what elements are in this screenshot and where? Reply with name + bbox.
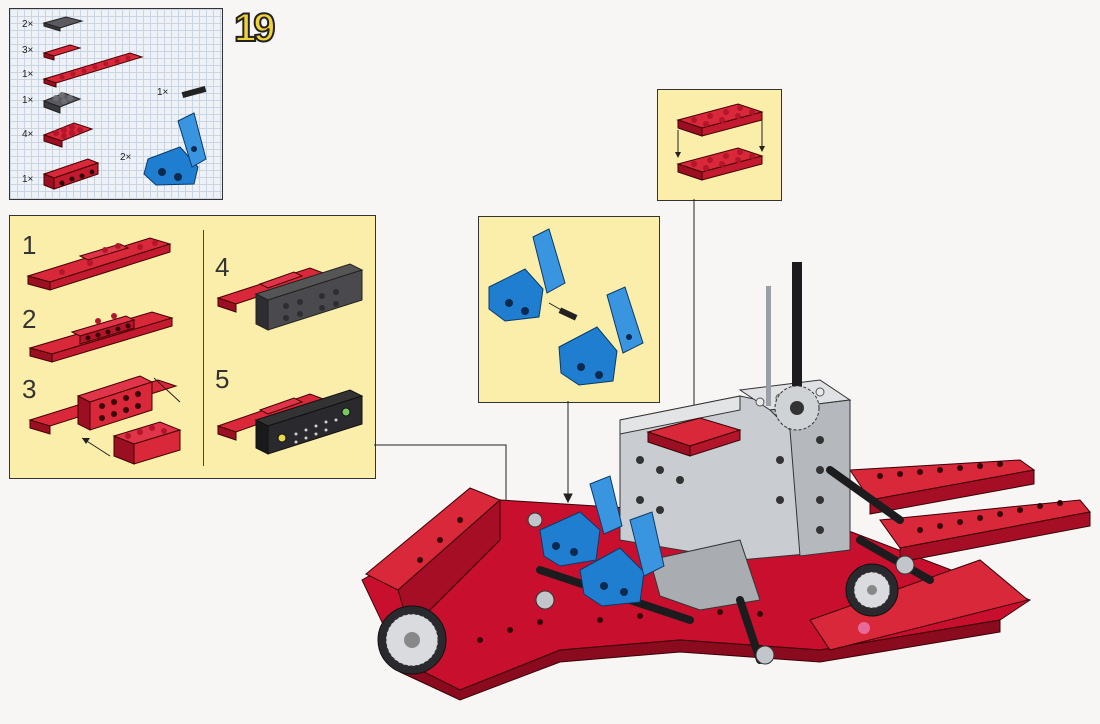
blue-seat-icon — [579, 511, 665, 607]
substep-label: 1 — [22, 230, 37, 260]
red-plate-2x4-icon — [42, 122, 94, 148]
black-pin-icon — [181, 85, 207, 99]
gray-tile-icon — [42, 16, 84, 32]
part-qty: 1× — [22, 174, 34, 185]
red-beam-icon — [42, 158, 100, 190]
blue-seat-icon — [143, 112, 207, 186]
substep-4-assembly — [216, 263, 364, 331]
parts-drawing — [42, 16, 207, 190]
red-plate-icon — [42, 44, 82, 61]
plate-drawing — [675, 103, 765, 181]
part-qty: 4× — [22, 129, 34, 140]
parts-list: 2× 3× 1× 1× 4× 1× 1× 2× — [9, 8, 223, 200]
ball-joints — [527, 512, 915, 665]
red-plate-icon — [676, 147, 764, 181]
blue-seat-icon — [558, 286, 644, 386]
substep-label: 3 — [22, 374, 37, 404]
red-top-plate — [646, 417, 742, 457]
gray-plate-icon — [42, 92, 82, 114]
front-gear — [377, 605, 447, 675]
part-qty: 1× — [22, 69, 34, 80]
seat-drawing — [488, 228, 644, 386]
plate-callout — [657, 89, 782, 201]
part-qty: 2× — [120, 152, 132, 163]
part-qty: 1× — [22, 95, 34, 106]
rear-gear — [845, 563, 899, 617]
red-plate-icon — [676, 103, 764, 137]
substep-5-assembly — [216, 389, 364, 455]
substep-label: 4 — [215, 252, 230, 282]
seat-callout — [478, 216, 660, 403]
part-qty: 2× — [22, 19, 34, 30]
blue-seat-icon — [539, 475, 623, 567]
subassembly-callout: 1 2 3 4 5 — [9, 215, 376, 479]
substep-label: 2 — [22, 304, 37, 334]
substep-label: 5 — [215, 364, 230, 394]
part-qty: 3× — [22, 45, 34, 56]
red-plate-long-icon — [42, 52, 144, 88]
substep-3-assembly — [28, 375, 182, 465]
blue-seat-icon — [488, 228, 566, 322]
callout-divider — [203, 230, 204, 466]
steering-column — [766, 262, 820, 431]
step-number: 19 — [233, 5, 276, 51]
substep-1-assembly — [26, 237, 172, 291]
substep-2-assembly — [28, 311, 174, 363]
black-pin-icon — [548, 302, 578, 321]
part-qty: 1× — [157, 87, 169, 98]
substeps-drawing — [26, 237, 364, 465]
